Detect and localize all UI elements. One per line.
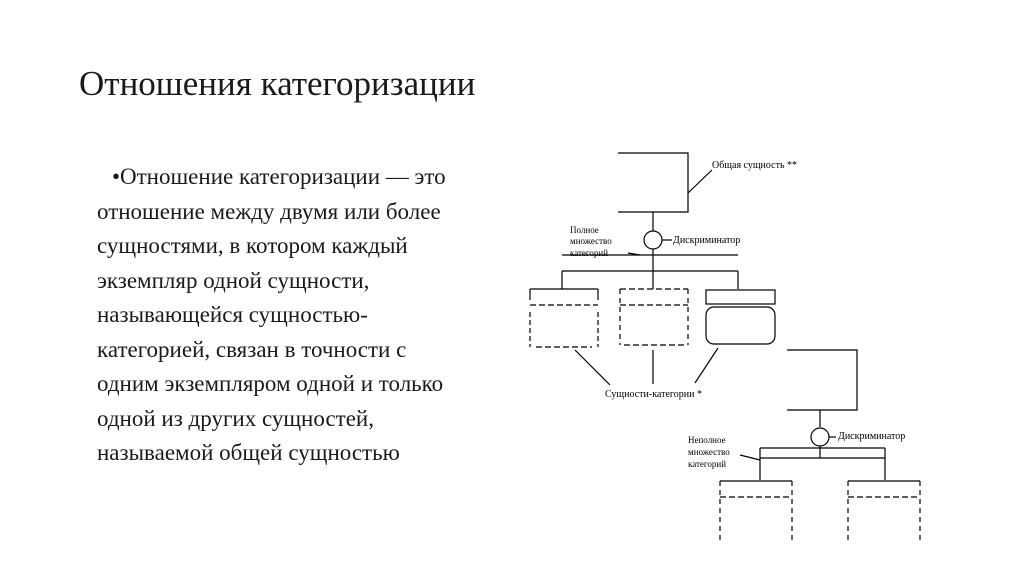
lower-category-entity-2	[847, 480, 921, 540]
general-entity-box	[618, 152, 689, 213]
label-complete-set-3: категорий	[570, 248, 608, 258]
lower-category-entity-1	[719, 480, 793, 540]
body-paragraph: Отношение категоризации — это отношение …	[97, 164, 446, 465]
bullet-marker: •	[112, 164, 121, 189]
category-entity-3	[705, 289, 776, 345]
label-general-entity: Общая сущность **	[712, 160, 797, 171]
category-pointer-left	[574, 349, 611, 386]
category-pointer-right	[694, 347, 719, 384]
discriminator-circle-2	[810, 427, 830, 447]
category-entity-1	[529, 288, 599, 348]
discriminator-circle-1	[643, 230, 663, 250]
categorization-diagram: Общая сущность ** Дискриминатор Полное м…	[529, 152, 921, 540]
label-complete-set-1: Полное	[570, 225, 599, 235]
slide-title: Отношения категоризации	[79, 64, 476, 103]
label-category-entities: Сущности-категории *	[605, 389, 702, 400]
general-entity-pointer	[687, 169, 713, 194]
incomplete-set-pointer	[739, 454, 761, 461]
label-incomplete-set-2: множество	[688, 447, 730, 457]
body-text: Отношение категоризации — это отношение …	[97, 160, 467, 471]
second-general-entity-box	[787, 349, 858, 411]
label-discriminator-2: Дискриминатор	[838, 431, 905, 442]
label-incomplete-set-3: категорий	[688, 459, 726, 469]
label-complete-set-2: множество	[570, 236, 612, 246]
label-discriminator-1: Дискриминатор	[673, 235, 740, 246]
complete-set-pointer	[627, 252, 641, 256]
label-incomplete-set-1: Неполное	[688, 435, 726, 445]
category-entity-2	[619, 288, 689, 346]
